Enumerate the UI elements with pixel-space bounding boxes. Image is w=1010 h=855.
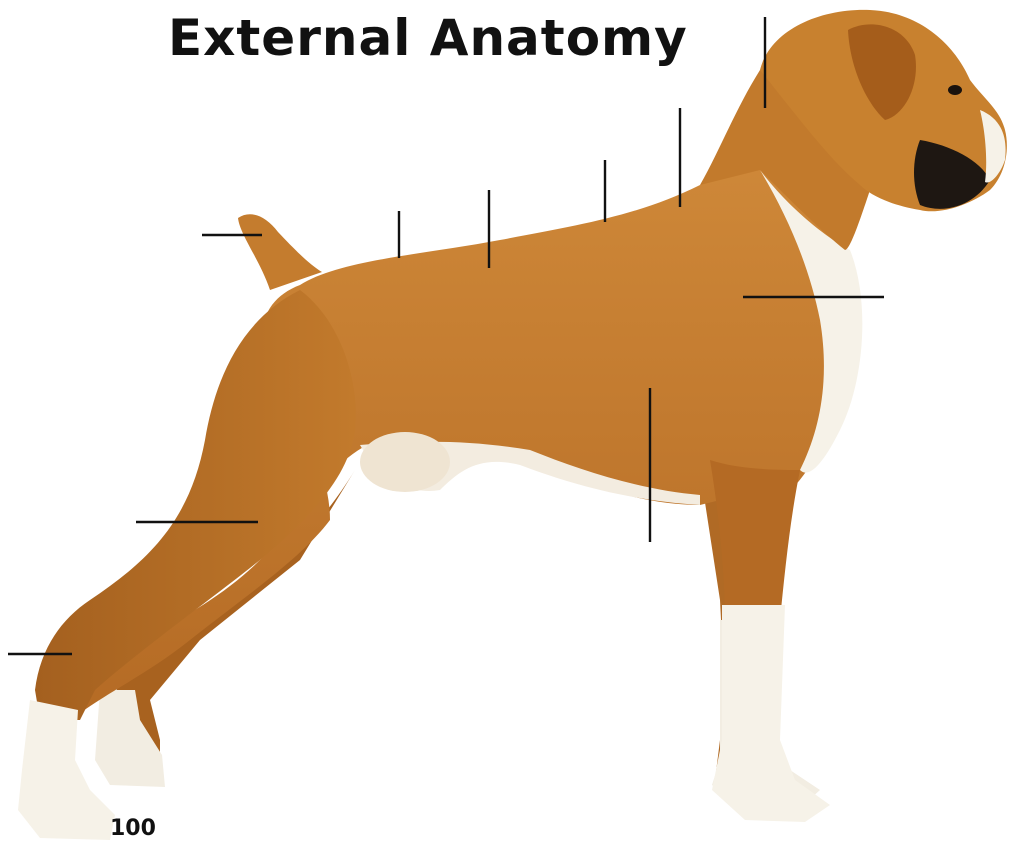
page-number: 100: [110, 816, 156, 841]
sheath: [360, 432, 450, 492]
near-hind-leg: [35, 290, 356, 720]
tail: [238, 214, 322, 290]
eye: [948, 85, 962, 95]
